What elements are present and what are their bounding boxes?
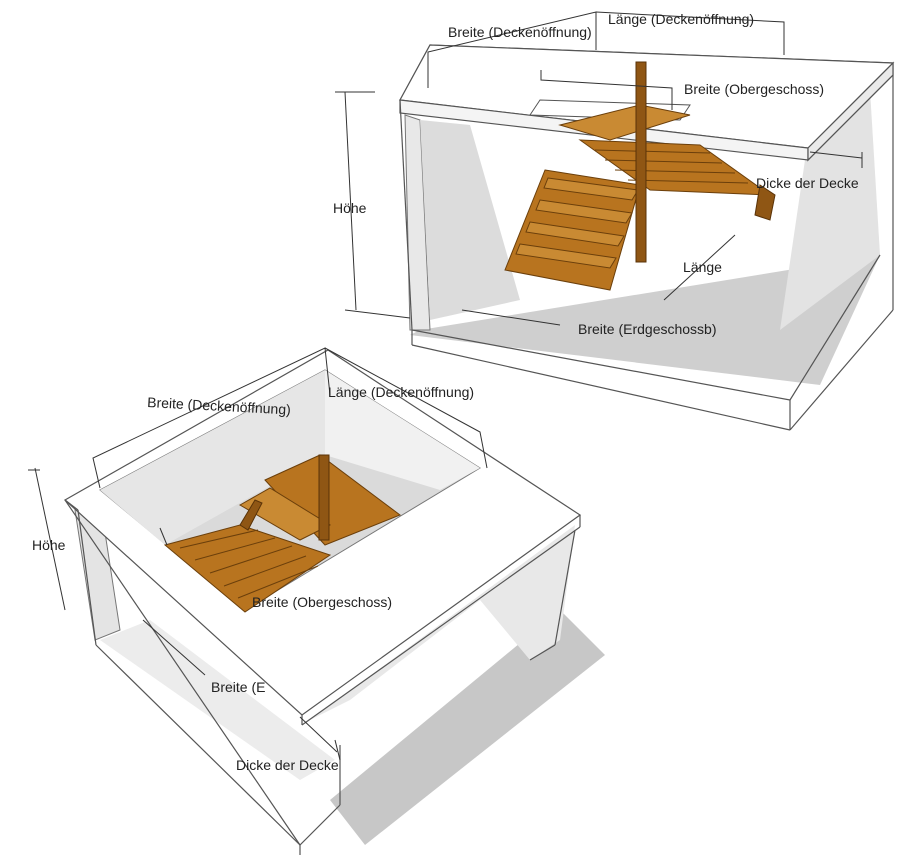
bottom-label-breite-erdgeschoss: Breite (E xyxy=(211,679,265,695)
top-dimensions xyxy=(335,11,863,326)
bottom-label-laenge-deckenoeffnung: Länge (Deckenöffnung) xyxy=(328,384,474,400)
top-label-hoehe: Höhe xyxy=(333,200,367,216)
bottom-treads xyxy=(179,529,319,599)
top-label-breite-deckenoeffnung: Breite (Deckenöffnung) xyxy=(448,24,592,40)
top-label-breite-erdgeschoss: Breite (Erdgeschossb) xyxy=(578,321,717,337)
bottom-stringer xyxy=(239,499,263,531)
bottom-upper-flight xyxy=(238,487,332,541)
top-back-wall-shadow xyxy=(420,120,520,320)
top-lower-treads xyxy=(515,177,639,269)
top-newel-post xyxy=(635,61,647,263)
bottom-label-breite-obergeschoss: Breite (Obergeschoss) xyxy=(252,594,392,610)
top-label-breite-obergeschoss: Breite (Obergeschoss) xyxy=(684,81,824,97)
top-landing xyxy=(558,104,691,141)
bottom-diagram: Breite (Deckenöffnung) Länge (Deckenöffn… xyxy=(28,347,605,855)
bottom-opening-right-face xyxy=(325,370,480,490)
bottom-label-dicke-der-decke: Dicke der Decke xyxy=(236,757,339,773)
top-label-dicke-der-decke: Dicke der Decke xyxy=(756,175,859,191)
top-upper-treads xyxy=(594,149,749,184)
bottom-ground-shadow xyxy=(330,610,605,845)
top-diagram: Breite (Deckenöffnung) Länge (Deckenöffn… xyxy=(333,11,895,431)
bottom-dimensions xyxy=(28,347,488,761)
bottom-opening-left-face xyxy=(100,370,325,545)
bottom-inner-floor xyxy=(100,620,335,780)
bottom-label-hoehe: Höhe xyxy=(32,537,66,553)
top-floor-shadow xyxy=(410,255,880,385)
bottom-inner-right-wall xyxy=(310,525,575,720)
bottom-newel-post xyxy=(318,454,330,541)
top-stringer xyxy=(754,184,776,221)
top-right-wall xyxy=(780,90,880,330)
top-label-laenge: Länge xyxy=(683,259,722,275)
top-label-laenge-deckenoeffnung: Länge (Deckenöffnung) xyxy=(608,11,754,27)
bottom-box-edges xyxy=(64,499,581,855)
bottom-label-breite-deckenoeffnung: Breite (Deckenöffnung) xyxy=(147,394,291,417)
